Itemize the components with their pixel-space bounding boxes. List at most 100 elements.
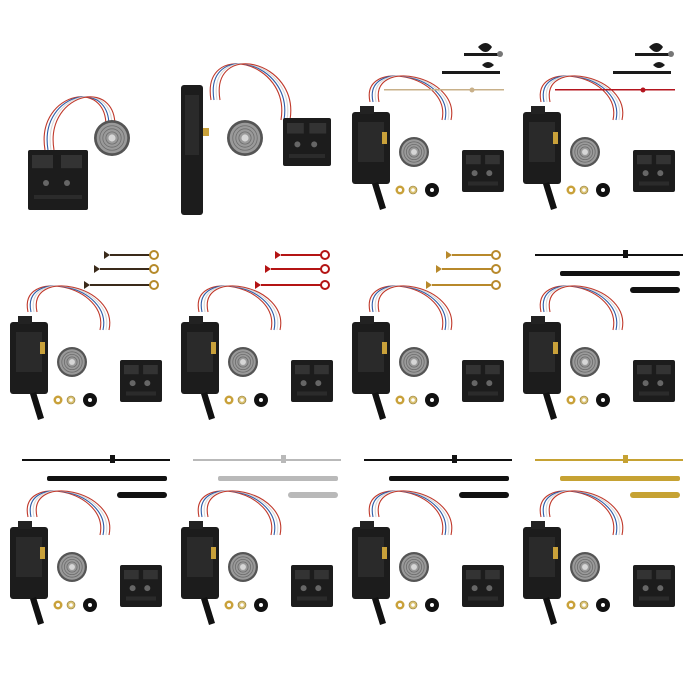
second-hand: [193, 459, 341, 461]
product-variant-straight-black-long: [513, 250, 684, 431]
control-board: [120, 565, 162, 607]
hour-hand: [630, 492, 680, 498]
hour-hand: [459, 492, 509, 498]
minute-hand: [442, 71, 500, 74]
wire-bundle: [26, 285, 111, 331]
minute-hand: [218, 476, 338, 481]
nuts-and-washers: [224, 598, 268, 612]
second-hand: [535, 459, 683, 461]
nuts-and-washers: [395, 598, 439, 612]
wire-bundle: [209, 63, 292, 121]
product-variant-spade-red: [171, 250, 342, 431]
clock-hands-set: [22, 455, 170, 498]
clock-movement: [10, 316, 48, 420]
pendulum-movement: [181, 85, 209, 215]
hour-hand: [635, 53, 671, 56]
nuts-and-washers: [395, 393, 439, 407]
speaker: [57, 552, 87, 582]
minute-hand: [389, 476, 509, 481]
speaker: [570, 347, 600, 377]
wire-bundle: [197, 285, 282, 331]
clock-movement: [352, 521, 390, 625]
wire-bundle: [197, 490, 282, 536]
clock-movement: [523, 316, 561, 420]
clock-movement: [10, 521, 48, 625]
control-board: [28, 150, 88, 210]
second-hand: [22, 459, 170, 461]
speaker: [228, 347, 258, 377]
hour-hand: [464, 53, 500, 56]
clock-hands-set: [255, 250, 330, 290]
speaker: [399, 137, 429, 167]
nuts-and-washers: [566, 393, 610, 407]
clock-movement: [352, 316, 390, 420]
control-board: [462, 150, 504, 192]
clock-hands-set: [426, 250, 501, 290]
control-board: [633, 360, 675, 402]
product-variant-ornate-black-red: [513, 40, 684, 221]
nuts-and-washers: [53, 393, 97, 407]
wire-bundle: [539, 490, 624, 536]
second-hand: [555, 89, 675, 91]
minute-hand: [560, 271, 680, 276]
product-variant-spade-black-gold: [0, 250, 171, 431]
wire-bundle: [539, 75, 624, 121]
product-variant-ornate-black-silver: [342, 40, 513, 221]
minute-hand: [613, 71, 671, 74]
control-board: [462, 565, 504, 607]
control-board: [120, 360, 162, 402]
control-board: [283, 118, 331, 166]
clock-hands-set: [535, 250, 683, 293]
wire-bundle: [368, 285, 453, 331]
hour-hand: [117, 492, 167, 498]
clock-movement: [352, 106, 390, 210]
minute-hand: [47, 476, 167, 481]
control-board: [633, 565, 675, 607]
clock-hands-set: [364, 455, 512, 498]
wire-bundle: [43, 96, 116, 151]
nuts-and-washers: [566, 598, 610, 612]
clock-movement: [523, 521, 561, 625]
speaker: [228, 552, 258, 582]
wire-bundle: [539, 285, 624, 331]
clock-hands-set: [384, 43, 504, 93]
wire-bundle: [368, 75, 453, 121]
clock-hands-set: [84, 250, 159, 290]
control-board: [291, 360, 333, 402]
control-board: [462, 360, 504, 402]
speaker: [227, 120, 263, 156]
control-board: [633, 150, 675, 192]
nuts-and-washers: [566, 183, 610, 197]
clock-movement: [181, 316, 219, 420]
product-variant-straight-gold: [513, 455, 684, 636]
second-hand: [535, 254, 683, 256]
clock-hands-set: [555, 43, 675, 93]
second-hand: [364, 459, 512, 461]
product-variant-movement-only-small: [0, 40, 171, 221]
product-variant-straight-black-short: [0, 455, 171, 636]
hour-hand: [630, 287, 680, 293]
wire-bundle: [26, 490, 111, 536]
nuts-and-washers: [224, 393, 268, 407]
speaker: [57, 347, 87, 377]
clock-movement: [523, 106, 561, 210]
product-variant-straight-silver: [171, 455, 342, 636]
speaker: [399, 552, 429, 582]
speaker: [570, 137, 600, 167]
minute-hand: [560, 476, 680, 481]
clock-hands-set: [535, 455, 683, 498]
product-variant-straight-black-medium: [342, 455, 513, 636]
nuts-and-washers: [395, 183, 439, 197]
clock-hands-set: [193, 455, 341, 498]
nuts-and-washers: [53, 598, 97, 612]
second-hand: [384, 89, 504, 91]
clock-movement: [181, 521, 219, 625]
hour-hand: [288, 492, 338, 498]
speaker: [94, 120, 130, 156]
product-variant-spade-gold: [342, 250, 513, 431]
speaker: [399, 347, 429, 377]
product-variant-movement-with-pendulum-arm: [171, 40, 342, 221]
speaker: [570, 552, 600, 582]
control-board: [291, 565, 333, 607]
